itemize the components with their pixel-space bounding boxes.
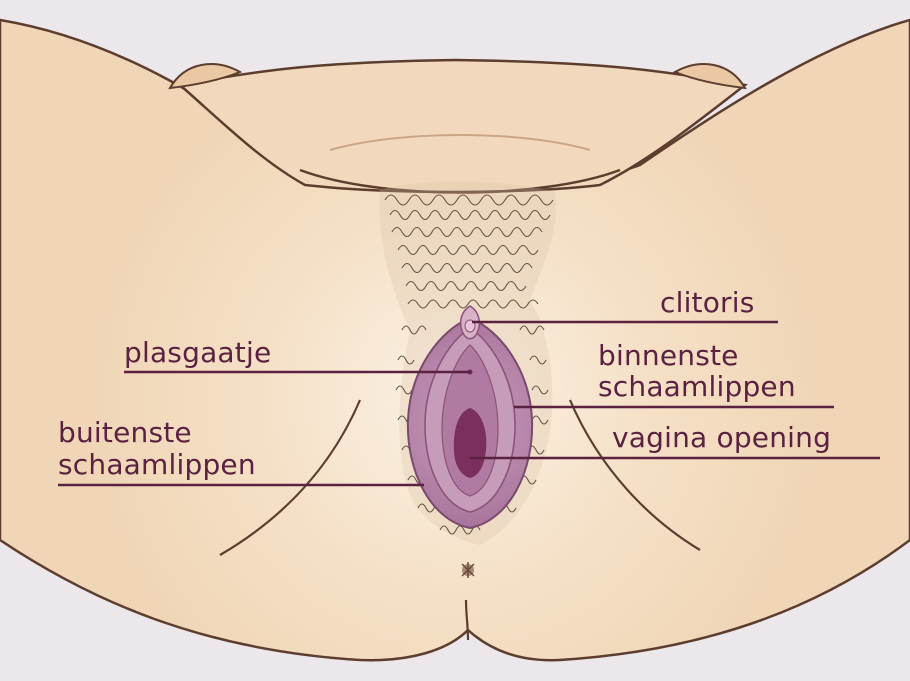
- label-buitenste-line1: buitenste: [58, 418, 192, 448]
- label-binnenste-line2: schaamlippen: [598, 372, 796, 402]
- label-vagina-opening: vagina opening: [612, 423, 831, 453]
- label-binnenste-line1: binnenste: [598, 341, 739, 371]
- label-clitoris: clitoris: [660, 288, 755, 318]
- label-buitenste-line2: schaamlippen: [58, 450, 256, 480]
- label-plasgaatje: plasgaatje: [124, 338, 271, 368]
